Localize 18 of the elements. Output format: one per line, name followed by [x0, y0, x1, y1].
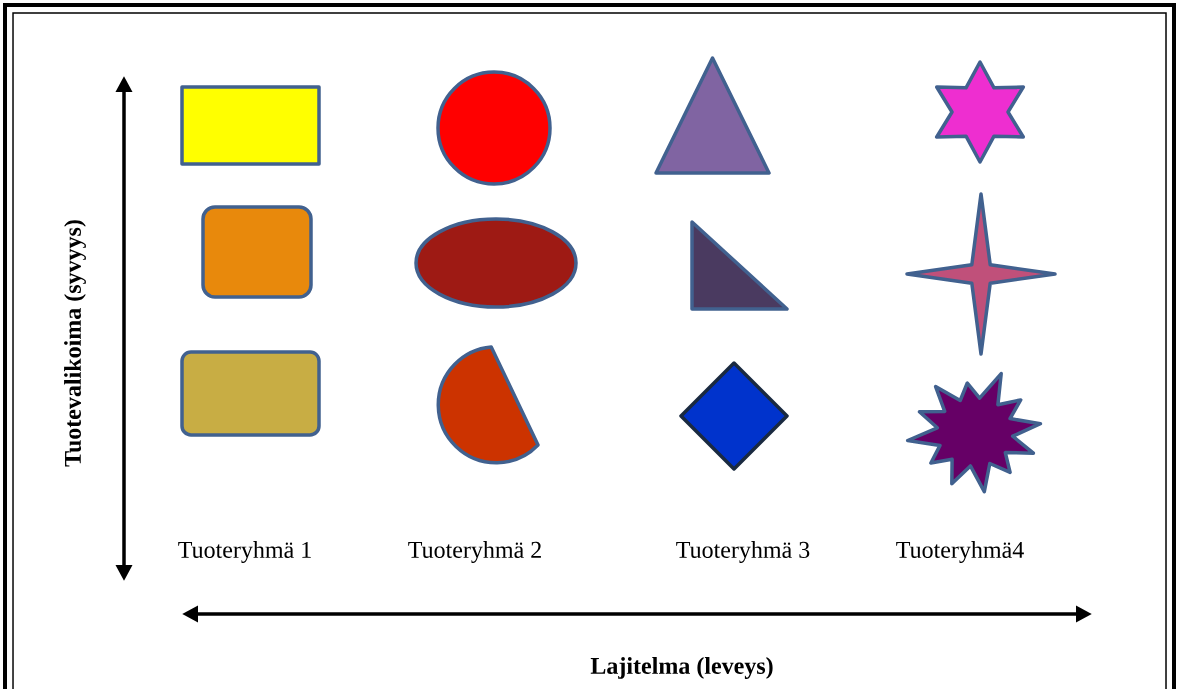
four-point-star-shape — [905, 192, 1057, 356]
axis-label: Tuotevalikoima (syvyys) — [64, 220, 86, 467]
right-triangle-shape — [690, 220, 789, 311]
group-label: Tuoteryhmä 2 — [408, 541, 541, 563]
six-point-star-shape — [934, 60, 1026, 164]
ellipse-shape — [414, 217, 578, 309]
group-label: Tuoteryhmä 3 — [676, 541, 810, 563]
chord-shape — [436, 345, 540, 465]
circle-shape — [436, 70, 552, 186]
group-label: Tuoteryhmä 1 — [178, 541, 311, 563]
triangle-shape — [654, 56, 771, 175]
axis-label: Lajitelma (leveys) — [590, 657, 773, 679]
rounded-rectangle-shape — [180, 350, 321, 437]
group-label: Tuoteryhmä4 — [896, 541, 1024, 563]
burst-shape — [905, 371, 1043, 494]
diamond-shape — [679, 361, 789, 471]
rectangle-shape — [180, 85, 321, 166]
rounded-rectangle-shape — [201, 205, 313, 299]
